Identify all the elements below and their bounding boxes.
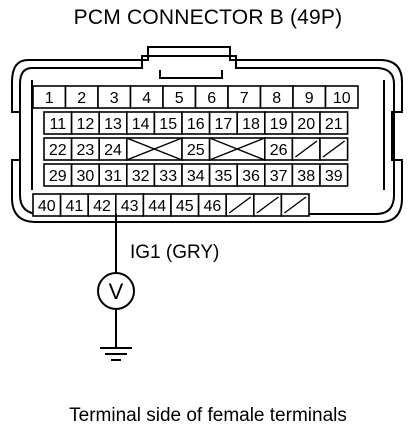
empty-cavity-slash [256,196,279,214]
terminal-number: 9 [305,90,314,107]
terminal-number: 39 [325,168,343,185]
terminal-number: 32 [132,168,150,185]
terminal-cell [319,163,349,187]
terminal-number: 11 [49,116,66,133]
terminal-number: 13 [104,116,122,133]
connector-housing [11,46,403,223]
empty-cavity-slash [294,140,318,158]
terminal-number: 35 [215,168,233,185]
terminal-number: 33 [159,168,177,185]
terminal-number: 29 [49,168,67,185]
terminal-number: 40 [38,198,56,215]
terminal-number: 45 [176,198,194,215]
terminal-number: 10 [333,90,351,107]
unused-cavity-cross [126,137,183,161]
terminal-number: 16 [187,116,205,133]
terminal-number: 30 [77,168,95,185]
terminal-number: 14 [132,116,150,133]
terminal-number: 25 [187,142,205,159]
terminal-number: 21 [325,116,343,133]
voltmeter-symbol [97,272,135,310]
terminal-number: 5 [175,90,184,107]
terminal-number: 17 [215,116,233,133]
terminal-number: 8 [272,90,281,107]
terminal-number: 19 [270,116,288,133]
terminal-number: 1 [45,90,54,107]
terminal-number: 4 [142,90,151,107]
terminal-number: 22 [49,142,67,159]
terminal-number: 24 [104,142,122,159]
terminal-number: 36 [242,168,260,185]
probe-wiring [97,214,135,361]
terminal-number: 6 [207,90,216,107]
terminal-number: 26 [270,142,288,159]
terminal-number: 46 [204,198,222,215]
terminal-number: 41 [66,198,84,215]
terminal-number: 12 [77,116,95,133]
terminal-number: 18 [242,116,260,133]
terminal-number: 23 [77,142,95,159]
terminal-number: 37 [270,168,288,185]
empty-cavity-slash [322,140,346,158]
terminal-number: 31 [104,168,122,185]
terminal-number: 44 [148,198,166,215]
terminal-number: 20 [297,116,315,133]
terminal-side-caption: Terminal side of female terminals [69,405,347,426]
terminal-number: 15 [159,116,177,133]
terminal-cell [324,85,359,109]
terminal-number: 34 [187,168,205,185]
voltmeter-label: V [109,279,124,304]
terminal-number: 3 [110,90,119,107]
unused-cavity-cross [209,137,266,161]
empty-cavity-slash [283,196,307,214]
terminal-number: 42 [93,198,111,215]
empty-cavity-slash [228,196,252,214]
terminal-number: 38 [297,168,315,185]
terminal-cell [319,111,349,135]
terminal-number: 2 [77,90,86,107]
terminal-number: 43 [121,198,139,215]
terminal-number: 7 [240,90,249,107]
wire-label: IG1 (GRY) [130,242,219,263]
connector-title: PCM CONNECTOR B (49P) [73,6,343,29]
